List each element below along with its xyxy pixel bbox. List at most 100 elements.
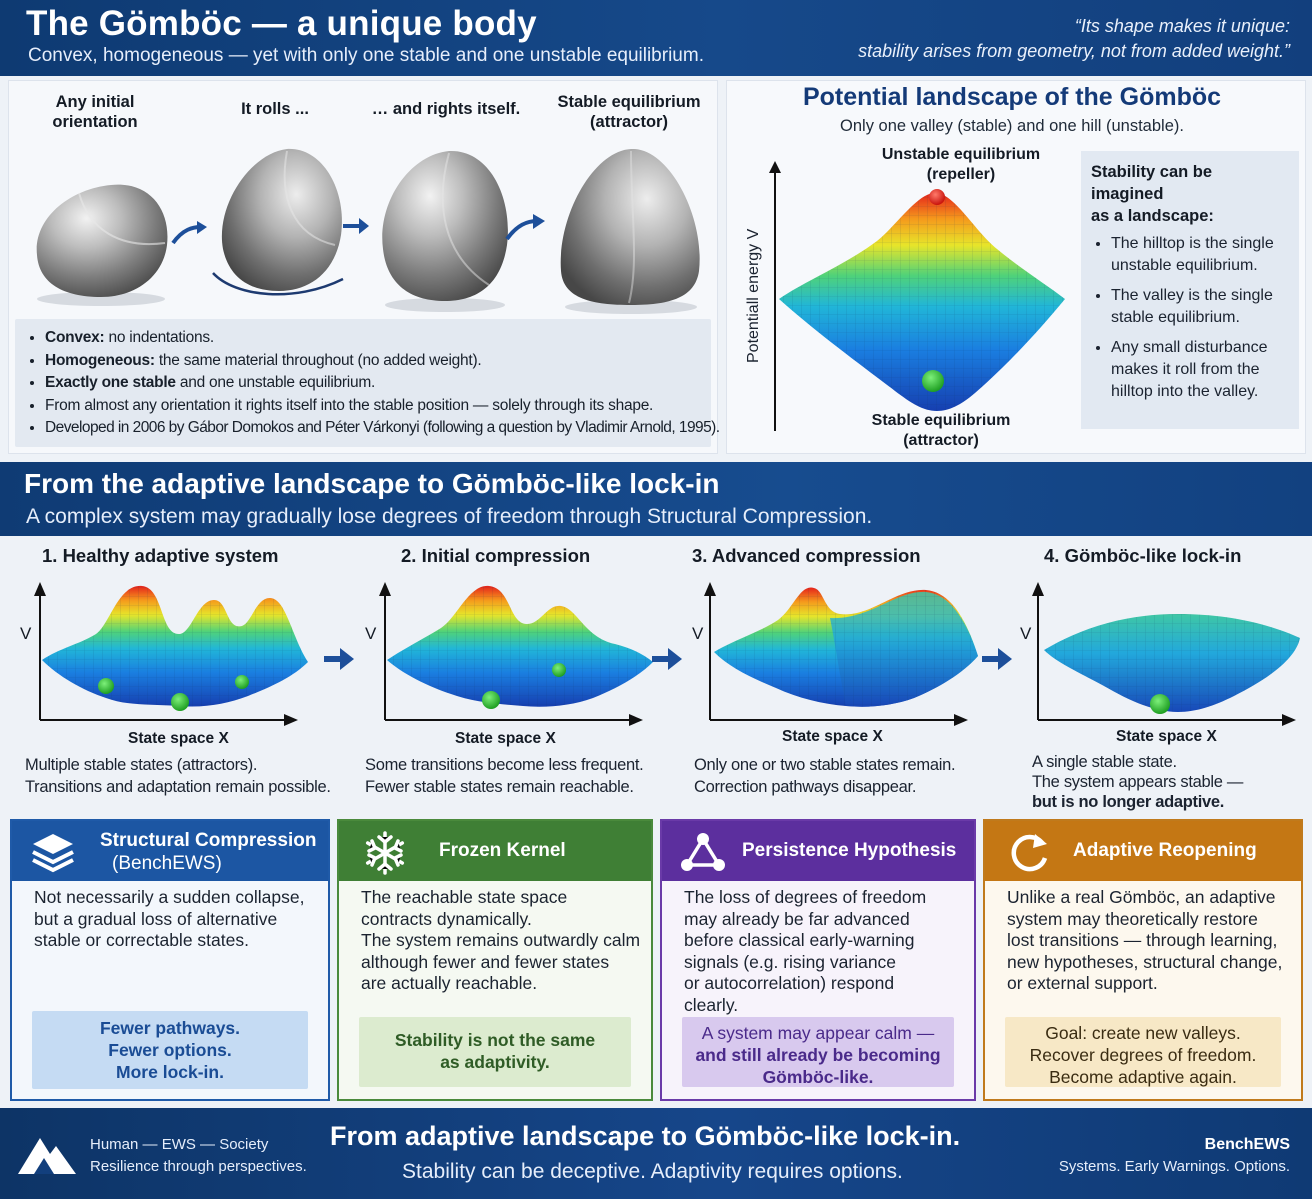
desc-line: Fewer stable states remain reachable. [365, 778, 634, 796]
highlight-line: Goal: create new valleys. [1045, 1023, 1241, 1043]
body-line: lost transitions — through learning, [1007, 930, 1278, 950]
axis-x-label: State space X [782, 728, 883, 745]
card-body: The reachable state space contracts dyna… [361, 887, 640, 995]
stage-label-rights: … and rights itself. [361, 99, 531, 119]
quote-line-1: “Its shape makes it unique: [1074, 16, 1290, 36]
stage-title: 4. Gömböc-like lock-in [1044, 545, 1242, 566]
body-line: signals (e.g. rising variance [684, 951, 897, 972]
page-subtitle: Convex, homogeneous — yet with only one … [28, 45, 704, 66]
arrow-right-icon [171, 221, 207, 245]
stable-point [482, 691, 500, 709]
landscape-subtitle: Only one valley (stable) and one hill (u… [840, 117, 1184, 135]
stable-point [922, 370, 944, 392]
axis-v-label: V [1020, 624, 1032, 643]
card-highlight: Goal: create new valleys. Recover degree… [1005, 1017, 1281, 1087]
axis-x-label: State space X [1116, 728, 1217, 745]
stage-label-line: Any initial [55, 93, 135, 111]
quote-line-2: stability arises from geometry, not from… [858, 41, 1290, 61]
fact-item: Exactly one stable and one unstable equi… [45, 372, 699, 395]
stage-title: 1. Healthy adaptive system [42, 545, 279, 566]
stage-description: Multiple stable states (attractors). Tra… [25, 754, 331, 798]
label-line: (attractor) [903, 432, 979, 449]
card-highlight: Fewer pathways. Fewer options. More lock… [32, 1011, 308, 1089]
label-line: Stable equilibrium [871, 412, 1011, 429]
stability-item: The hilltop is the single unstable equil… [1111, 233, 1289, 277]
stability-list: The hilltop is the single unstable equil… [1091, 233, 1289, 403]
card-highlight: Stability is not the same as adaptivity. [359, 1017, 631, 1087]
card-adaptive-reopening: Adaptive Reopening Unlike a real Gömböc,… [983, 819, 1303, 1101]
card-title: Persistence Hypothesis [742, 840, 957, 861]
arrow-right-icon [652, 648, 682, 670]
fact-item: From almost any orientation it rights it… [45, 395, 699, 418]
stage-description: Some transitions become less frequent. F… [365, 754, 644, 798]
card-header: Frozen Kernel [339, 821, 651, 881]
body-line: Not necessarily a sudden collapse, [34, 887, 305, 907]
body-line: The reachable state space [361, 887, 568, 907]
title-line: Stability can be imagined [1091, 163, 1213, 203]
stage-label-stable: Stable equilibrium (attractor) [549, 92, 709, 132]
footer-tagline-1: Human — EWS — Society [90, 1136, 269, 1153]
card-persistence-hypothesis: Persistence Hypothesis The loss of degre… [660, 819, 976, 1101]
axis-v-label: V [692, 624, 704, 643]
network-icon [681, 833, 725, 871]
stability-item: Any small disturbance makes it roll from… [1111, 337, 1289, 403]
footer-brand-tagline: Systems. Early Warnings. Options. [1058, 1158, 1290, 1175]
fact-text: Developed in 2006 by Gábor Domokos and P… [45, 419, 720, 436]
header-quote: “Its shape makes it unique: stability ar… [790, 14, 1290, 64]
card-body: Unlike a real Gömböc, an adaptive system… [1007, 887, 1282, 995]
stability-box-title: Stability can be imagined as a landscape… [1091, 161, 1289, 227]
gomboc-sequence-panel: Any initial orientation It rolls ... … a… [8, 80, 720, 454]
stability-explanation-box: Stability can be imagined as a landscape… [1081, 151, 1299, 429]
stage-gomboc-lock-in: 4. Gömböc-like lock-in V State space X A… [1014, 540, 1312, 812]
footer-title: From adaptive landscape to Gömböc-like l… [330, 1121, 961, 1151]
highlight-line: Stability is not the same [394, 1030, 596, 1050]
desc-line: Only one or two stable states remain. [694, 756, 956, 774]
fact-item: Homogeneous: the same material throughou… [45, 350, 699, 373]
title-line: (BenchEWS) [112, 853, 222, 874]
stage-title: 3. Advanced compression [692, 545, 921, 566]
card-highlight: A system may appear calm — and still alr… [682, 1017, 954, 1087]
body-line: stable or correctable states. [34, 930, 249, 950]
stable-point [235, 675, 249, 689]
mountain-logo-icon [18, 1138, 76, 1174]
card-title: Frozen Kernel [439, 840, 566, 861]
body-line: The system remains outwardly calm [361, 930, 641, 950]
arrow-right-icon [982, 648, 1012, 670]
body-line: new hypotheses, structural change, [1007, 951, 1283, 972]
body-line: or external support. [1007, 973, 1158, 993]
axis-x-label: State space X [455, 730, 556, 747]
card-frozen-kernel: Frozen Kernel The reachable state space … [337, 819, 653, 1101]
gomboc-body-initial [36, 184, 168, 306]
desc-line: but is no longer adaptive. [1032, 793, 1225, 811]
highlight-line: Fewer options. [108, 1040, 232, 1060]
stable-point [171, 693, 189, 711]
stability-item: The valley is the single stable equilibr… [1111, 285, 1289, 329]
stable-point [1150, 694, 1170, 714]
body-line: are actually reachable. [361, 973, 538, 993]
label-line: (repeller) [926, 166, 996, 183]
stage-initial-compression: 2. Initial compression V State space X S… [355, 540, 675, 812]
gomboc-landscape-surface [769, 161, 1065, 431]
body-line: The loss of degrees of freedom [684, 887, 927, 907]
fact-text: no indentations. [104, 329, 214, 346]
footer-banner: Human — EWS — Society Resilience through… [0, 1108, 1312, 1199]
axis-v-label: V [20, 624, 32, 643]
stable-equilibrium-label: Stable equilibrium (attractor) [855, 411, 1027, 451]
body-line: clearly. [684, 994, 739, 1015]
label-line: Unstable equilibrium [881, 146, 1041, 163]
fact-text: and one unstable equilibrium. [175, 374, 376, 391]
snowflake-icon [365, 831, 405, 875]
fact-bold: Exactly one stable [45, 374, 176, 391]
landscape-multi-attractor [34, 582, 308, 726]
stage-label-line: orientation [52, 113, 138, 131]
body-line: before classical early-warning [684, 930, 915, 950]
footer-tagline-2: Resilience through perspectives. [90, 1158, 307, 1175]
body-line: system may theoretically restore [1007, 908, 1258, 929]
stable-point [98, 678, 114, 694]
desc-line: Multiple stable states (attractors). [25, 756, 258, 774]
gomboc-body-stable [560, 148, 700, 314]
highlight-line: Recover degrees of freedom. [1029, 1045, 1257, 1065]
arrow-right-icon [505, 214, 545, 241]
fact-bold: Homogeneous: [45, 351, 155, 369]
card-title: Structural Compression (BenchEWS) [100, 829, 316, 875]
